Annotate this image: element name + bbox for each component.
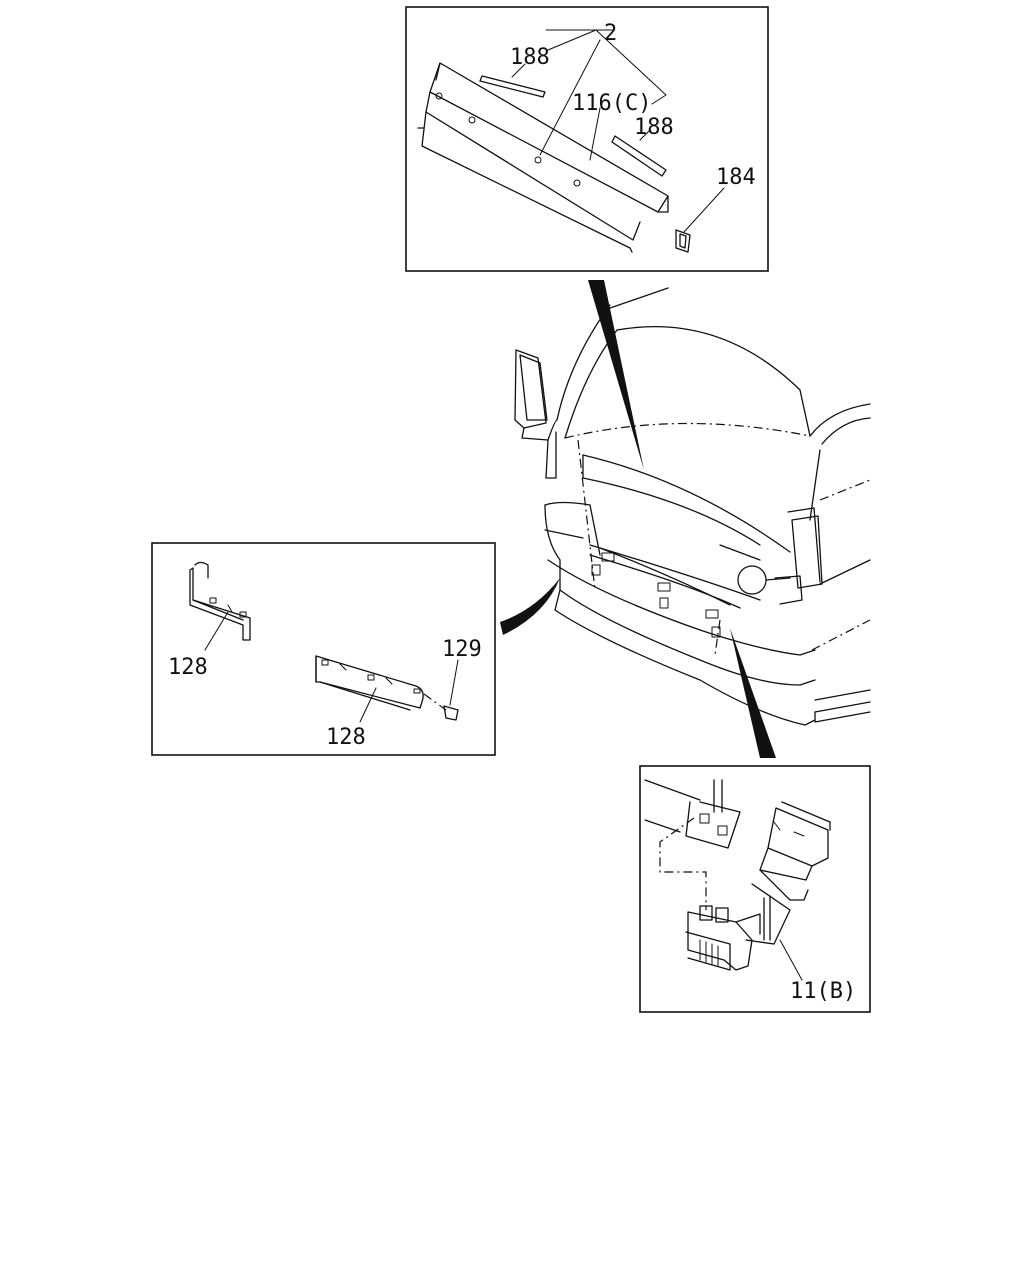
leader-lines-top [511,29,725,233]
callout-184: 184 [716,165,756,190]
inset-box-left [151,542,496,756]
callout-11b: 11(B) [790,979,856,1004]
brackets-drawing [189,561,459,721]
leader-lines-bottom-right [779,939,803,981]
truck-cab-front [514,287,871,726]
callout-128-lower: 128 [326,725,366,750]
callout-2: 2 [604,21,617,46]
inset-box-bottom-right [639,765,871,1013]
callout-129: 129 [442,637,482,662]
callout-116c: 116(C) [572,91,651,116]
pointer-wedge-left [500,578,560,635]
pointer-wedge-top [588,280,644,470]
leader-lines-left [204,611,459,723]
inset-box-top [405,6,769,272]
pointer-wedge-bottom [730,628,776,758]
callout-128-upper: 128 [168,655,208,680]
callout-188-left: 188 [510,45,550,70]
callout-188-right: 188 [634,115,674,140]
grille-clip-drawing [644,779,831,971]
